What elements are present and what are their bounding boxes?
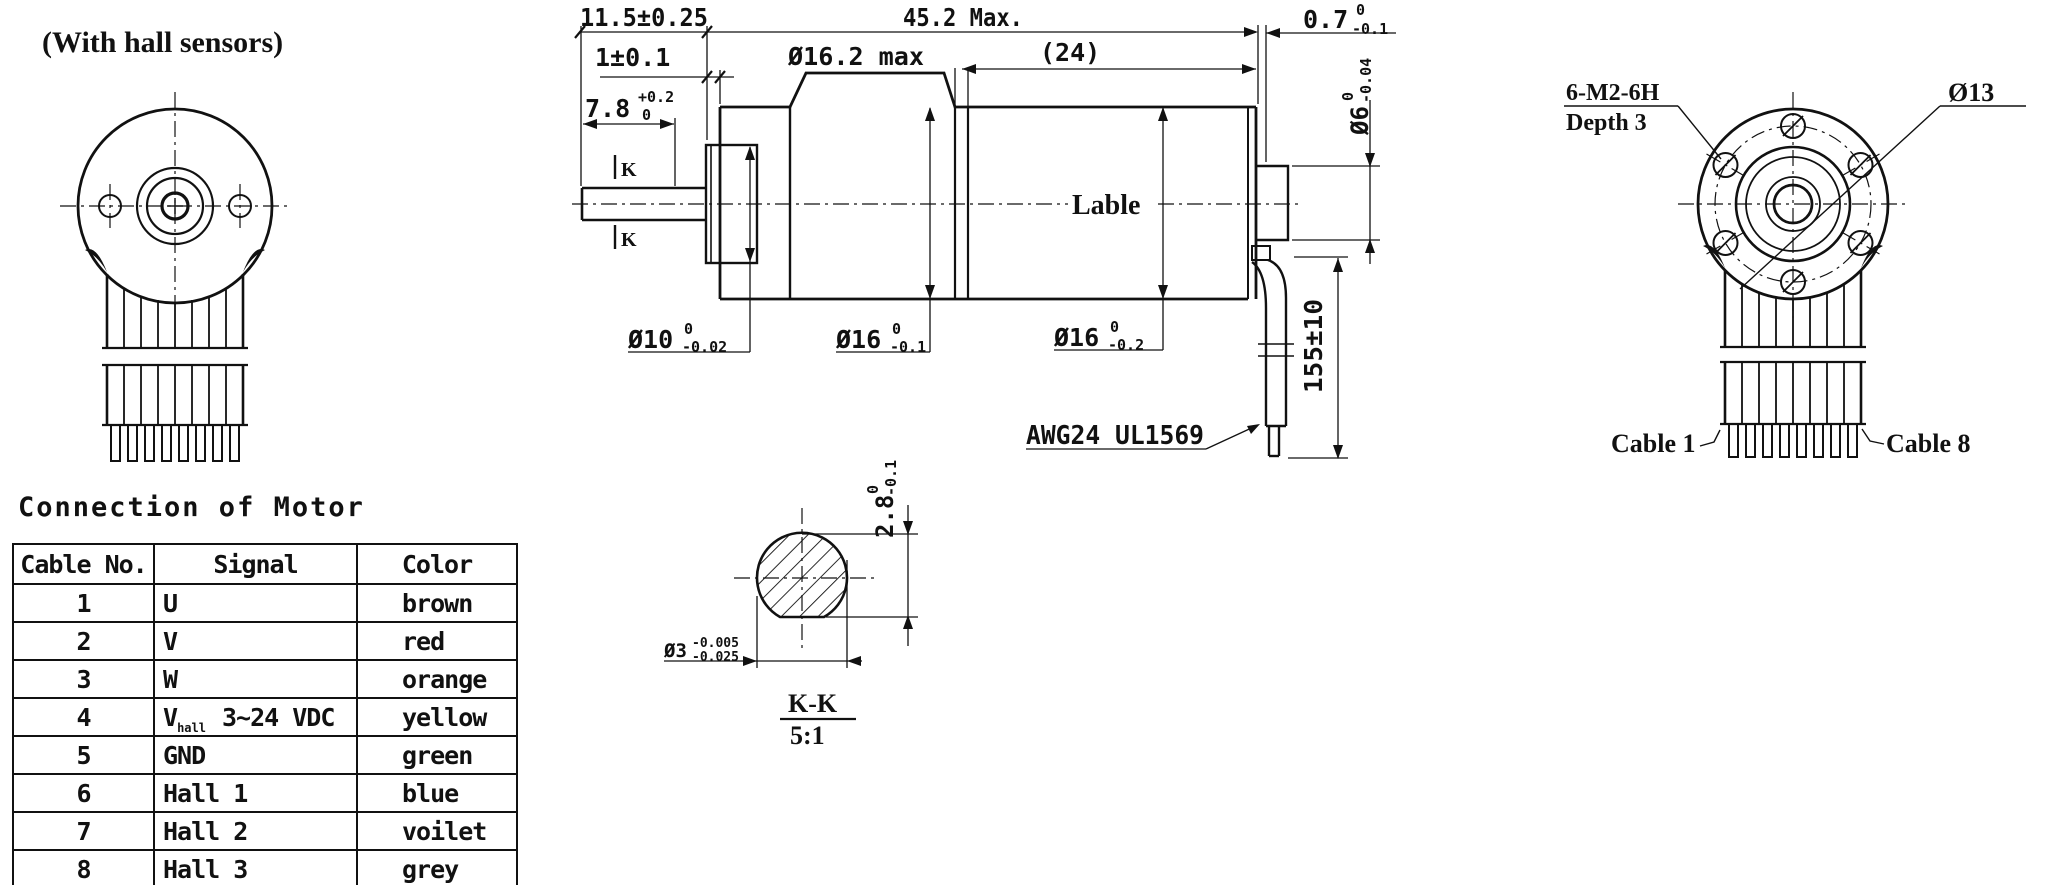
label-text: Lable <box>1072 190 1140 221</box>
cable-last-label: Cable 8 <box>1886 429 1971 458</box>
cable-signal: Vhall 3~24 VDC <box>153 697 358 737</box>
dim-gear-dia-main: Ø16 <box>835 325 881 354</box>
cable-signal: GND <box>153 735 358 775</box>
table-row: 5 GND green <box>12 735 518 775</box>
with-hall-sensors-note: (With hall sensors) <box>42 26 283 59</box>
table-header-row: Cable No. Signal Color <box>12 543 518 585</box>
cable-signal: Hall 1 <box>153 773 358 813</box>
cable-signal: V <box>153 621 358 661</box>
table-row: 3 W orange <box>12 659 518 699</box>
section-name: K-K <box>788 689 838 718</box>
table-row: 8 Hall 3 grey <box>12 849 518 885</box>
cable-color: red <box>356 621 518 661</box>
connection-table-title: Connection of Motor <box>18 492 365 523</box>
dim-gear-od-max: Ø16.2 max <box>787 42 924 71</box>
cable-no: 1 <box>12 583 155 623</box>
header-cable-no: Cable No. <box>12 543 155 585</box>
cable-no: 8 <box>12 849 155 885</box>
dim-rear-boss-dia-sup: 0 <box>1339 92 1357 101</box>
cable-no: 5 <box>12 735 155 775</box>
section-mark-k-bottom: K <box>621 229 637 251</box>
cable-no: 2 <box>12 621 155 661</box>
rear-view <box>1564 92 2026 458</box>
signal-main: V <box>163 702 178 732</box>
dim-gear-dia-sup: 0 <box>892 320 901 338</box>
table-row: 2 V red <box>12 621 518 661</box>
dim-flat-height-sub: -0.1 <box>882 460 900 496</box>
header-color: Color <box>356 543 518 585</box>
dim-shaft-dia-main: Ø3 <box>663 640 687 662</box>
dim-pilot-dia-main: Ø10 <box>627 325 673 354</box>
dim-cable-len: 155±10 <box>1299 299 1328 393</box>
dim-pilot-len: 1±0.1 <box>595 43 670 72</box>
cable-signal: U <box>153 583 358 623</box>
dim-rear-boss-dia-main: Ø6 <box>1346 106 1374 136</box>
connection-table: Cable No. Signal Color 1 U brown 2 V red… <box>12 543 518 885</box>
dim-motor-dia-main: Ø16 <box>1053 323 1099 352</box>
dim-rear-boss-dia-sub: -0.04 <box>1357 58 1375 103</box>
table-row: 4 Vhall 3~24 VDC yellow <box>12 697 518 737</box>
section-scale: 5:1 <box>790 721 825 750</box>
dim-pilot-dia-sub: -0.02 <box>682 338 727 356</box>
dim-rear-boss-len-main: 0.7 <box>1303 5 1348 34</box>
side-view-cable <box>1251 258 1294 458</box>
cable-color: orange <box>356 659 518 699</box>
cable-signal: Hall 2 <box>153 811 358 851</box>
dim-pilot-dia-sup: 0 <box>684 320 693 338</box>
cable-spec-note: AWG24 UL1569 <box>1026 421 1204 451</box>
front-view-ribbon <box>85 248 265 350</box>
dim-rear-boss-len-sup: 0 <box>1356 1 1365 19</box>
thread-callout: 6-M2-6H <box>1566 80 1660 106</box>
dim-gear-dia-sub: -0.1 <box>890 338 926 356</box>
dim-motor-dia-sup: 0 <box>1110 318 1119 336</box>
front-view-connector <box>102 363 248 462</box>
front-view <box>60 92 290 462</box>
bolt-circle-dia: Ø13 <box>1948 78 1994 107</box>
dim-flat-len-sup: +0.2 <box>638 88 674 106</box>
table-row: 6 Hall 1 blue <box>12 773 518 813</box>
cable-no: 4 <box>12 697 155 737</box>
cable-color: yellow <box>356 697 518 737</box>
cable-color: brown <box>356 583 518 623</box>
section-mark-k-top: K <box>621 159 637 181</box>
cable-no: 3 <box>12 659 155 699</box>
dim-motor-len: (24) <box>1040 38 1100 67</box>
thread-depth: Depth 3 <box>1566 110 1647 136</box>
dim-flat-len-main: 7.8 <box>585 94 630 123</box>
dim-flat-height-sup: 0 <box>864 485 882 494</box>
cable-color: grey <box>356 849 518 885</box>
side-view-dimension-lines <box>574 25 1396 459</box>
signal-rest: 3~24 VDC <box>221 702 335 732</box>
cable-no: 6 <box>12 773 155 813</box>
cable-color: green <box>356 735 518 775</box>
cable-first-label: Cable 1 <box>1611 429 1696 458</box>
table-row: 1 U brown <box>12 583 518 623</box>
dim-shaft-dia-sup: -0.005 <box>692 636 739 651</box>
dim-rear-boss-len-sub: -0.1 <box>1352 20 1388 38</box>
side-view-arrowheads <box>583 27 1375 459</box>
dim-flat-height-main: 2.8 <box>871 495 899 538</box>
table-row: 7 Hall 2 voilet <box>12 811 518 851</box>
signal-subscript: hall <box>177 720 206 735</box>
cable-no: 7 <box>12 811 155 851</box>
dim-flat-len-sub: 0 <box>642 106 651 124</box>
dim-motor-dia-sub: -0.2 <box>1108 336 1144 354</box>
section-view-kk <box>664 505 918 721</box>
cable-color: voilet <box>356 811 518 851</box>
dim-length-max: 45.2 Max. <box>903 3 1023 32</box>
cable-signal: Hall 3 <box>153 849 358 885</box>
rear-view-ribbon <box>1703 244 1883 458</box>
cable-color: blue <box>356 773 518 813</box>
dim-shaft-dia-sub: -0.025 <box>692 650 739 665</box>
dim-shaft-total: 11.5±0.25 <box>580 3 708 32</box>
side-view <box>572 25 1396 459</box>
header-signal: Signal <box>153 543 358 585</box>
cable-signal: W <box>153 659 358 699</box>
